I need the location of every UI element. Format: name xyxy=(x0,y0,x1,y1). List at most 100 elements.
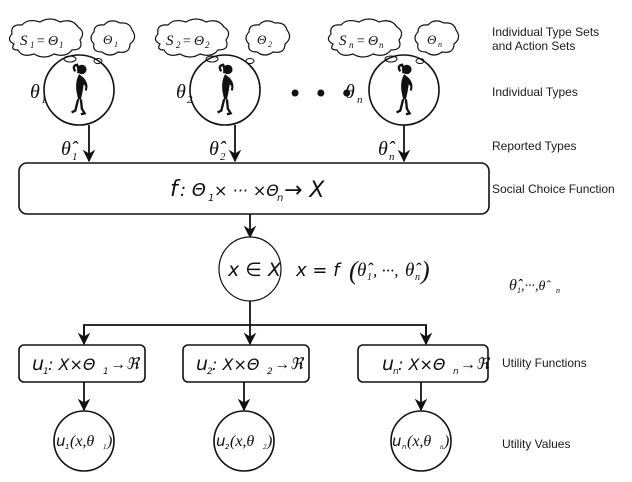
uf-body: : X×Θ xyxy=(48,355,96,374)
utility-function-1: u 1 : X×Θ 1 →ℜ xyxy=(18,344,146,383)
uf-sub: 2 xyxy=(207,367,213,377)
scf-sub-n: n xyxy=(277,193,283,204)
reported-types-annotation: θ̂ 1 ,···,θ̂ n xyxy=(509,277,560,295)
action-set-rhs: Θ xyxy=(194,34,204,49)
utility-function-box-n xyxy=(357,344,489,383)
utility-value-1: u 1 (x,θ 1 ) xyxy=(53,410,115,472)
uv-close: ) xyxy=(266,433,272,450)
type-set-symbol: Θ xyxy=(257,32,267,47)
uv-sub: 1 xyxy=(65,443,69,451)
uf-body-sub: n xyxy=(453,367,459,377)
uv-sub: 2 xyxy=(225,443,230,451)
type-set-sub: 2 xyxy=(268,40,272,49)
uf-sub: n xyxy=(393,367,399,377)
reported-type-sub: 1 xyxy=(72,151,78,163)
uv-args-sub: n xyxy=(440,443,444,451)
social-choice-function-box xyxy=(18,162,490,215)
utility-value-node-n xyxy=(390,410,452,472)
utility-value-node-2 xyxy=(213,410,275,472)
utility-value-2: u 2 (x,θ 2 ) xyxy=(213,410,275,472)
outcome-eq-dots: , ···, xyxy=(373,261,399,280)
uf-body-sub: 2 xyxy=(267,367,273,377)
thought-bubble-dot xyxy=(205,55,219,63)
outcome-eq-head: x = f xyxy=(295,260,342,281)
uf-sub: 1 xyxy=(43,367,49,377)
utility-function-box-1 xyxy=(18,344,146,383)
person-icon xyxy=(395,63,414,116)
action-set-cloud-2 xyxy=(154,18,230,58)
outcome-equation: x = f ( θ̂ 1 , ···, θ̂ n ) xyxy=(295,256,430,285)
uf-tail: →ℜ xyxy=(110,356,141,373)
uv-name: u xyxy=(56,432,66,450)
action-set-lhs: S xyxy=(166,33,174,49)
type-symbol: θ xyxy=(176,81,186,103)
outcome-eq-subn: n xyxy=(415,272,420,283)
annotation-mid: ,···,θ̂ xyxy=(521,279,551,294)
equals-sign: = xyxy=(356,34,365,49)
row-label-utility-functions: Utility Functions xyxy=(502,356,587,370)
annotation-sub1: 1 xyxy=(517,286,521,295)
outcome-node-label: x ∈ X xyxy=(227,259,282,281)
agent-2: S 2 = Θ 2 Θ 2 θ 2 θ̂ 2 xyxy=(154,18,291,163)
agent-node-2 xyxy=(189,54,261,126)
scf-domain-mid: × ··· ×Θ xyxy=(214,181,279,200)
action-set-lhs-sub: n xyxy=(349,40,354,50)
type-set-sub: n xyxy=(438,40,442,49)
uv-args-sub: 2 xyxy=(263,443,267,451)
row-label-social-choice-function: Social Choice Function xyxy=(492,182,615,196)
action-set-lhs: S xyxy=(339,33,347,49)
type-symbol: θ xyxy=(345,81,355,103)
outcome-eq-sub1: 1 xyxy=(367,272,372,283)
type-set-cloud-n xyxy=(414,20,460,56)
action-set-lhs-sub: 2 xyxy=(176,40,181,50)
row-label-individual-types: Individual Types xyxy=(492,85,578,99)
agent-n: S n = Θ n Θ n θ n θ̂ n xyxy=(327,18,460,163)
agent-node-1 xyxy=(43,54,115,126)
agent-1: S 1 = Θ 1 Θ 1 θ 1 θ̂ 1 xyxy=(8,18,136,163)
utility-function-n: u n : X×Θ n →ℜ xyxy=(357,344,491,383)
utility-function-box-2 xyxy=(182,344,310,383)
row-label-utility-values: Utility Values xyxy=(502,437,570,451)
action-set-lhs-sub: 1 xyxy=(30,40,35,50)
outcome-eq-close-paren: ) xyxy=(419,256,430,285)
type-set-symbol: Θ xyxy=(427,32,437,47)
equals-sign: = xyxy=(36,34,45,49)
reported-type-sub: n xyxy=(389,151,395,163)
action-set-cloud-n xyxy=(327,18,403,58)
outcome-eq-open-paren: ( xyxy=(349,256,359,285)
uv-name: u xyxy=(216,432,226,450)
annotation-subn: n xyxy=(556,286,560,295)
reported-type-sub: 2 xyxy=(220,151,226,163)
row-label-reported-types: Reported Types xyxy=(492,139,577,153)
uv-args: (x,θ xyxy=(407,433,431,450)
thought-bubble-dot xyxy=(245,58,255,64)
scf-sub-1: 1 xyxy=(208,193,214,204)
row-label-type-sets: Individual Type Sets xyxy=(492,25,599,39)
action-set-lhs: S xyxy=(20,33,28,49)
type-sub: 1 xyxy=(41,94,47,106)
scf-codomain: → X xyxy=(284,178,325,203)
type-set-cloud-1 xyxy=(90,20,136,56)
action-set-rhs: Θ xyxy=(368,34,378,49)
type-set-cloud-2 xyxy=(245,20,291,56)
uv-name: u xyxy=(392,432,402,450)
action-set-rhs-sub: 1 xyxy=(59,40,64,50)
person-icon xyxy=(216,63,235,116)
uv-close: ) xyxy=(443,433,449,450)
utility-function-2: u 2 : X×Θ 2 →ℜ xyxy=(182,344,310,383)
uf-tail: →ℜ xyxy=(274,356,305,373)
action-set-cloud-1 xyxy=(8,18,84,58)
type-set-sub: 1 xyxy=(114,40,118,49)
type-symbol: θ xyxy=(30,81,40,103)
action-set-rhs-sub: 2 xyxy=(205,40,210,50)
scf-domain-start: : Θ xyxy=(180,180,206,201)
uf-name: u xyxy=(32,353,44,375)
row-label-action-sets: and Action Sets xyxy=(492,39,575,53)
type-set-symbol: Θ xyxy=(103,32,113,47)
uv-args: (x,θ xyxy=(70,433,94,450)
uv-close: ) xyxy=(106,433,112,450)
action-set-rhs: Θ xyxy=(48,34,58,49)
scf-f: f xyxy=(170,177,181,202)
uf-tail: →ℜ xyxy=(460,356,491,373)
